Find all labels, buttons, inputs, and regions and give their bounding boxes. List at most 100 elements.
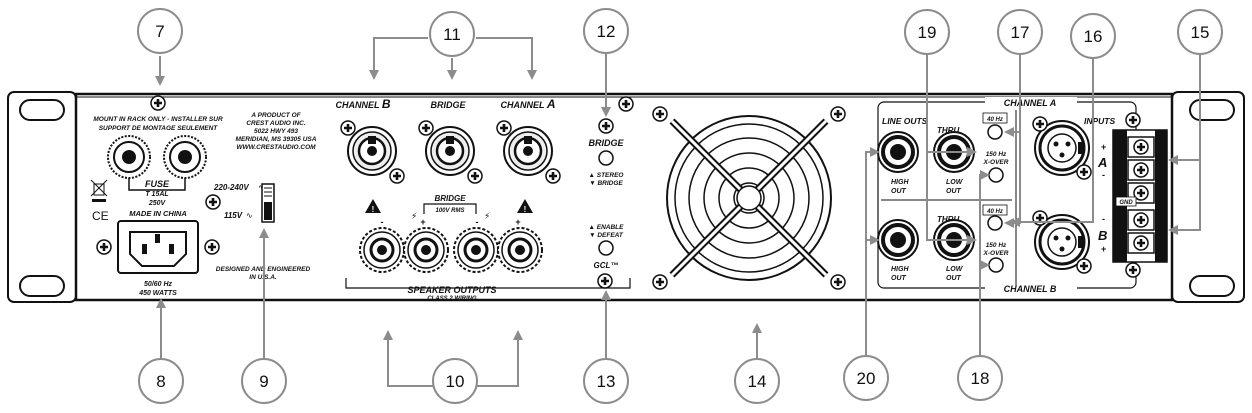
product-line-1: A PRODUCT OF (250, 112, 301, 119)
svg-text:13: 13 (597, 372, 616, 391)
warning-triangle-icon: ! (517, 199, 533, 214)
svg-text:∿: ∿ (246, 211, 253, 220)
enable-option-label: ▲ ENABLE (589, 224, 625, 231)
callout-8: 8 (138, 358, 184, 404)
callout-15: 15 (1177, 9, 1223, 55)
xover-label: X-OVER (983, 159, 1009, 166)
iec-power-inlet (117, 220, 199, 274)
binding-post[interactable] (358, 226, 406, 274)
gcl-label: GCL™ (594, 261, 619, 270)
input-b-letter: B (1098, 228, 1107, 243)
callout-11: 11 (429, 11, 475, 57)
cooling-fan-grille (652, 106, 846, 290)
bridge-switch-title: BRIDGE (588, 138, 624, 148)
fuse-rating-2: 250V (148, 200, 167, 207)
terminal-screw[interactable] (1127, 209, 1155, 231)
speakon-channel-b-label: CHANNEL B (335, 97, 390, 111)
lightning-icon: ⚡ (484, 211, 490, 221)
svg-text:-: - (381, 217, 384, 227)
svg-text:8: 8 (156, 372, 165, 391)
hz150-label: 150 Hz (986, 151, 1007, 158)
svg-text:15: 15 (1191, 23, 1210, 42)
stereo-option-label: ▲ STEREO (589, 172, 624, 179)
terminal-screw[interactable] (1127, 136, 1155, 158)
gcl-switch[interactable] (598, 240, 614, 256)
xover-switch[interactable] (988, 257, 1004, 273)
rack-ear-right (1171, 91, 1245, 303)
speakon-bridge-label: BRIDGE (430, 100, 466, 110)
hz40-switch[interactable] (987, 124, 1003, 140)
thru-label: THRU (937, 126, 959, 135)
svg-text:OUT: OUT (946, 275, 962, 282)
svg-text:19: 19 (918, 23, 937, 42)
speakon-channel-a-label: CHANNEL A (500, 97, 555, 111)
callout-7: 7 (137, 8, 183, 54)
svg-text:17: 17 (1011, 23, 1030, 42)
product-line-2: CREST AUDIO INC. (246, 120, 306, 127)
mount-note-2: SUPPORT DE MONTAGE SEULEMENT (99, 125, 219, 132)
speaker-outputs-label: SPEAKER OUTPUTS (407, 285, 496, 295)
line-outs-label: LINE OUTS (882, 116, 928, 126)
svg-text:16: 16 (1084, 27, 1103, 46)
hz150-label: 150 Hz (986, 242, 1007, 249)
lightning-icon: ⚡ (411, 211, 417, 221)
fuse-holder-left (107, 135, 151, 179)
speakon-channel-b[interactable] (346, 125, 398, 177)
xover-label: X-OVER (983, 250, 1009, 257)
svg-text:9: 9 (259, 372, 268, 391)
input-channel-b-label: CHANNEL B (1004, 284, 1057, 294)
binding-post[interactable] (452, 226, 500, 274)
callout-19: 19 (904, 9, 950, 55)
line-out-high-jack[interactable] (876, 130, 920, 174)
svg-text:LOW: LOW (946, 179, 964, 186)
svg-text:OUT: OUT (891, 188, 907, 195)
fuse-label: FUSE (145, 179, 170, 189)
terminal-screw[interactable] (1127, 232, 1155, 254)
svg-text:-: - (1102, 170, 1105, 180)
made-in-label: MADE IN CHINA (129, 209, 187, 218)
power-label-2: 450 WATTS (138, 290, 177, 297)
leader-lines (155, 37, 1201, 387)
mount-note-1: MOUNT IN RACK ONLY - INSTALLER SUR (93, 116, 223, 123)
binding-post[interactable] (402, 226, 450, 274)
fuse-holder-right (163, 135, 207, 179)
xover-switch[interactable] (988, 167, 1004, 183)
line-out-high-jack[interactable] (876, 218, 920, 262)
speakon-bridge[interactable] (424, 125, 476, 177)
svg-text:18: 18 (971, 369, 990, 388)
binding-post[interactable] (496, 226, 544, 274)
power-label-1: 50/60 Hz (144, 281, 173, 288)
svg-text:HIGH: HIGH (891, 179, 909, 186)
hz40-label: 40 Hz (986, 117, 1003, 123)
svg-text:+: + (515, 217, 520, 227)
svg-text:HIGH: HIGH (891, 266, 909, 273)
svg-text:+: + (1101, 142, 1106, 152)
bridge-box-rating: 100V RMS (435, 208, 464, 214)
input-section: CHANNEL A CHANNEL B LINE OUTS INPUTS THR… (876, 97, 1141, 294)
voltage-selector-switch[interactable] (261, 183, 275, 223)
svg-text:12: 12 (597, 22, 616, 41)
inputs-label: INPUTS (1084, 116, 1116, 126)
svg-text:-: - (1102, 214, 1105, 224)
class2-wiring-label: CLASS 2 WIRING (427, 296, 477, 302)
input-a-letter: A (1097, 155, 1107, 170)
callout-20: 20 (843, 355, 889, 401)
svg-text:11: 11 (443, 25, 461, 44)
callout-10: 10 (432, 358, 478, 404)
svg-text:7: 7 (155, 22, 164, 41)
svg-text:OUT: OUT (946, 188, 962, 195)
hz40-switch[interactable] (987, 215, 1003, 231)
product-line-3: 5022 HWY 493 (254, 128, 298, 135)
bridge-mode-switch[interactable] (598, 150, 614, 166)
voltage-high-label: 220-240V (213, 183, 249, 192)
defeat-option-label: ▼ DEFEAT (589, 232, 624, 239)
callout-9: 9 (241, 358, 287, 404)
callout-17: 17 (997, 9, 1043, 55)
svg-text:!: ! (524, 205, 527, 214)
callout-13: 13 (583, 358, 629, 404)
speakon-channel-a[interactable] (502, 125, 554, 177)
terminal-screw[interactable] (1127, 159, 1155, 181)
svg-text:OUT: OUT (891, 275, 907, 282)
ce-mark: CE (92, 209, 109, 223)
